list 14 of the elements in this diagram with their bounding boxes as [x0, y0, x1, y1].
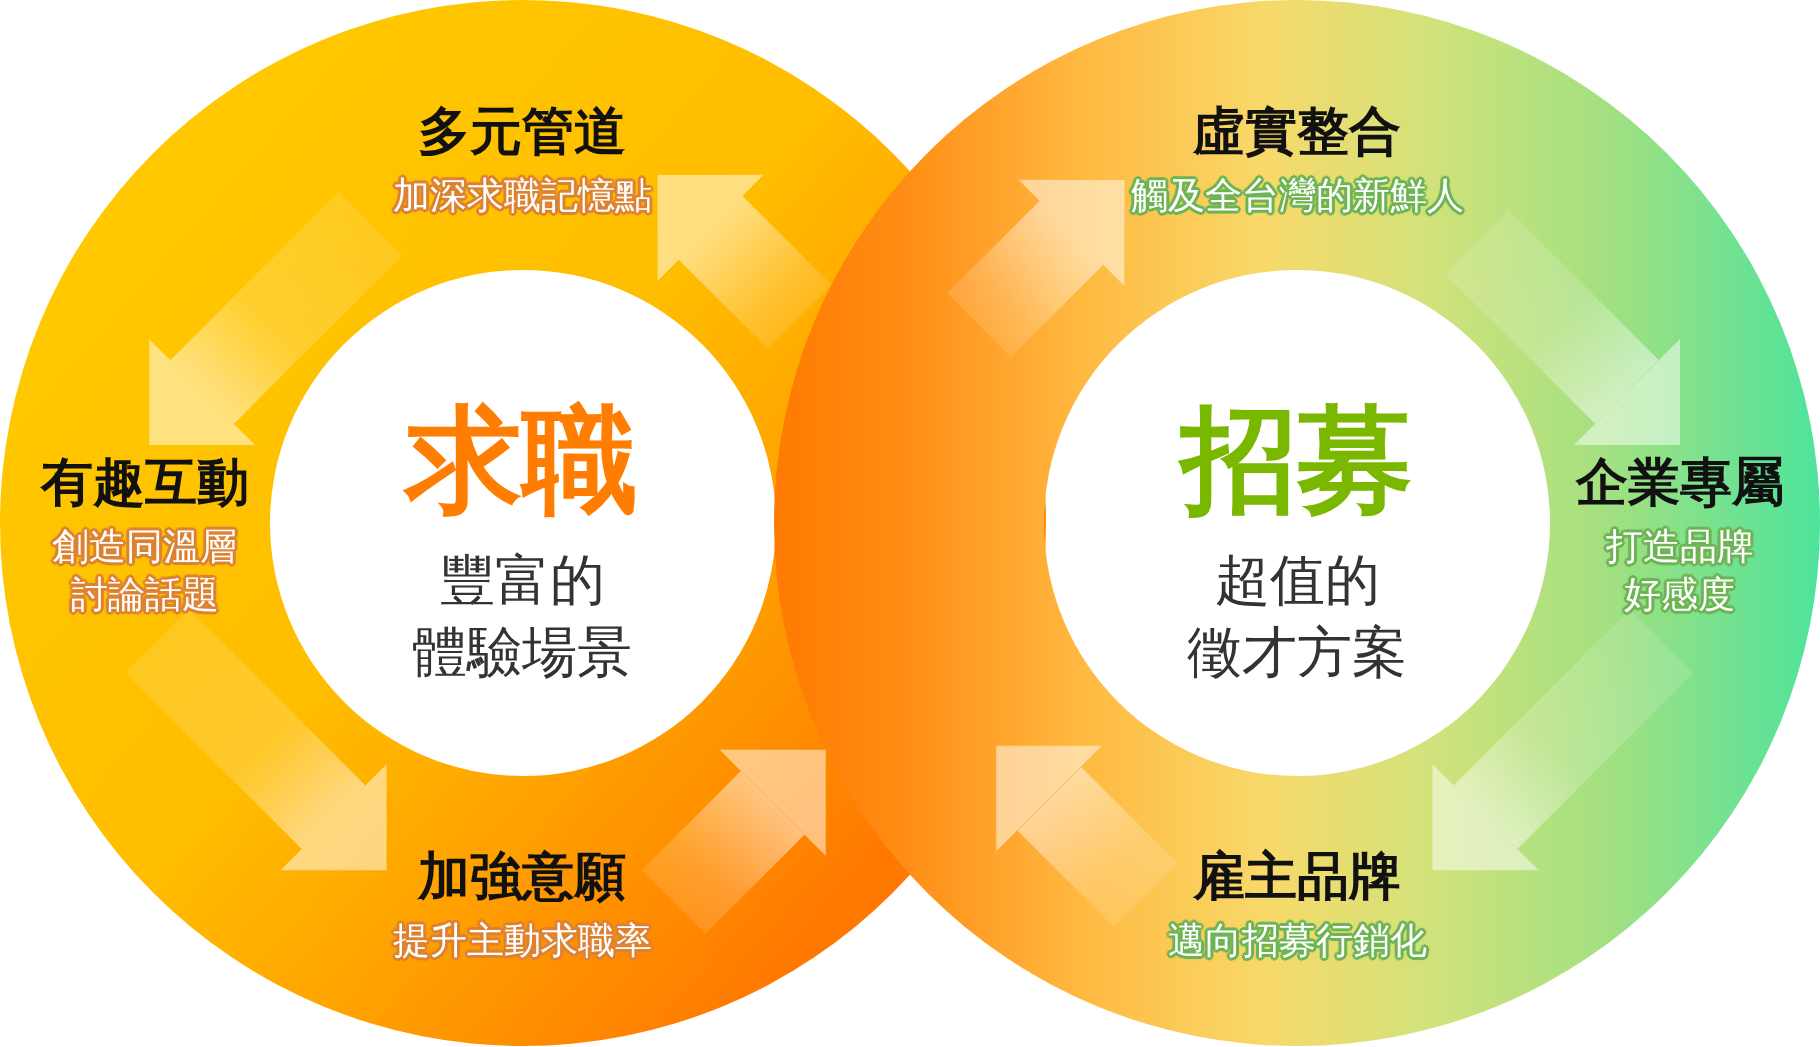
item-subtitle: 創造同溫層討論話題: [51, 524, 239, 618]
item-subtitle: 加深求職記憶點: [392, 173, 652, 219]
item-heading: 加強意願: [418, 845, 626, 907]
item-heading: 多元管道: [418, 100, 626, 162]
item-heading: 雇主品牌: [1193, 845, 1401, 907]
item-heading: 有趣互動: [41, 451, 249, 513]
item-heading: 虛實整合: [1193, 100, 1401, 162]
item-subtitle: 提升主動求職率: [392, 918, 652, 964]
hub-subtitle: 超值的徵才方案: [1187, 547, 1407, 686]
item-subtitle: 打造品牌好感度: [1605, 524, 1755, 618]
item-subtitle: 觸及全台灣的新鮮人: [1130, 173, 1464, 219]
item-heading: 企業專屬: [1576, 451, 1784, 513]
hub-subtitle: 豐富的體驗場景: [412, 547, 632, 686]
item-subtitle: 邁向招募行銷化: [1167, 918, 1427, 964]
